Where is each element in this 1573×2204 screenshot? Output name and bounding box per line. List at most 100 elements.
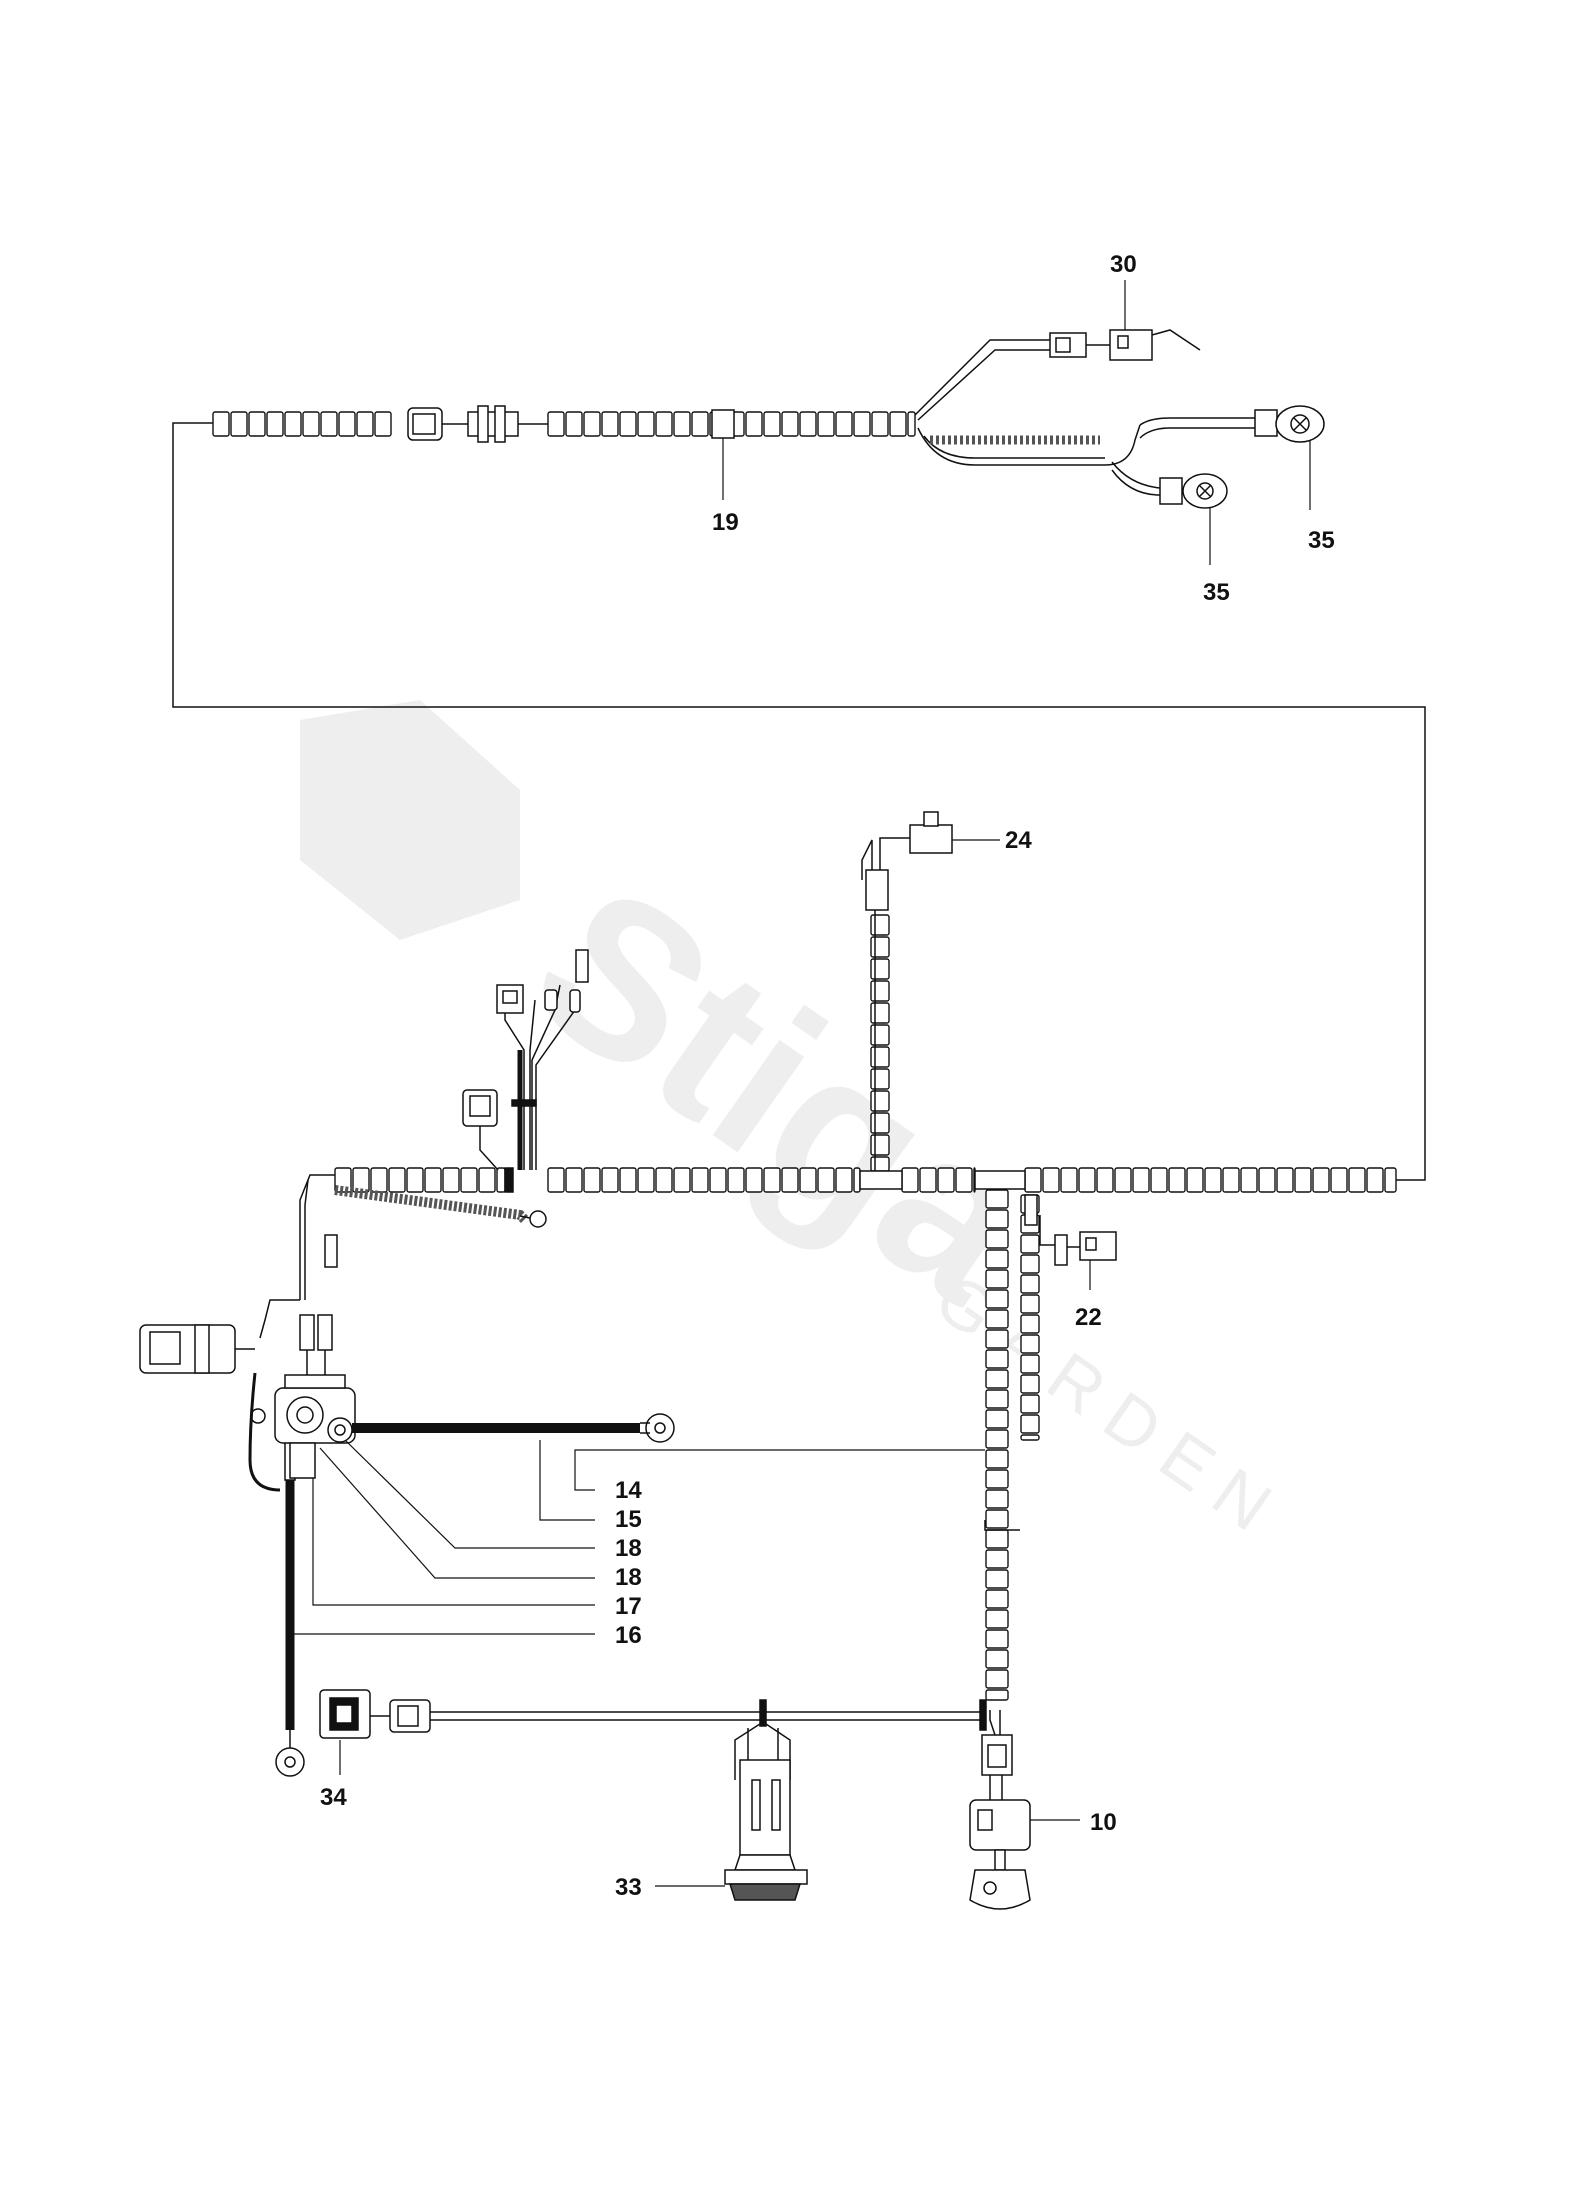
sleeve-rib [870,980,890,1002]
sleeve-rib [870,1112,890,1134]
sleeve-rib [320,411,338,437]
sleeve-rib [985,1229,1009,1249]
sleeve-rib [338,411,356,437]
sleeve-rib [388,1167,406,1193]
sleeve-rib [985,1389,1009,1409]
sleeve-rib [870,1068,890,1090]
switch-30 [1109,329,1153,361]
sleeve-rib [619,1167,637,1193]
sleeve-rib [547,1167,565,1193]
sleeve-rib [853,411,871,437]
sleeve-rib [781,411,799,437]
sleeve-rib [583,411,601,437]
sleeve-rib [709,1167,727,1193]
sleeve-rib [907,411,916,437]
callout-22: 22 [1075,1304,1102,1331]
sleeve-rib [889,411,907,437]
sleeve-rib [496,1167,506,1193]
sleeve-rib [870,1002,890,1024]
sleeve-rib [985,1489,1009,1509]
sleeve-rib [870,914,890,936]
callout-35-upper: 35 [1308,527,1335,554]
sleeve-rib [985,1309,1009,1329]
sleeve-rib [1258,1167,1276,1193]
sleeve-segment [1020,1194,1040,1441]
callout-24: 24 [1005,827,1032,854]
sleeve-rib [1294,1167,1312,1193]
sleeve-rib [901,1167,919,1193]
callout-18-upper: 18 [615,1535,642,1562]
sleeve-rib [870,1024,890,1046]
sleeve-segment [334,1167,506,1193]
sleeve-rib [1020,1274,1040,1294]
sleeve-rib [1020,1434,1040,1441]
sleeve-rib [1020,1374,1040,1394]
sleeve-rib [1150,1167,1168,1193]
harness-connection-line [172,422,1426,1181]
top-harness [212,329,1325,509]
lamp-connector-35b [1159,477,1183,505]
sleeve-rib [985,1289,1009,1309]
sleeve-rib [985,1249,1009,1269]
sleeve-rib [871,411,889,437]
sleeve-rib [870,958,890,980]
sleeve-rib [1114,1167,1132,1193]
sleeve-rib [1348,1167,1366,1193]
light-switch-33 [724,1759,808,1901]
sleeve-segment [212,411,392,437]
callout-30: 30 [1110,251,1137,278]
sleeve-rib [460,1167,478,1193]
watermark-sub: GARDEN [921,1258,1300,1556]
callout-labels: 30 19 35 35 24 22 14 15 18 18 17 16 34 3… [320,251,1335,1901]
sleeve-rib [985,1429,1009,1449]
sleeve-rib [478,1167,496,1193]
sleeve-rib [985,1409,1009,1429]
starter-solenoid [250,1374,356,1481]
sleeve-rib [937,1167,955,1193]
sleeve-rib [655,411,673,437]
sleeve-rib [1168,1167,1186,1193]
sleeve-rib [1020,1394,1040,1414]
sleeve-rib [985,1509,1009,1529]
fuse-holder [317,1314,333,1351]
sleeve-rib [565,411,583,437]
sleeve-rib [985,1609,1009,1629]
sleeve-rib [870,1134,890,1156]
sleeve-rib [370,1167,388,1193]
sleeve-rib [870,1046,890,1068]
sleeve-rib [1276,1167,1294,1193]
sleeve-rib [985,1449,1009,1469]
sleeve-rib [727,1167,745,1193]
sleeve-rib [1312,1167,1330,1193]
sleeve-rib [1020,1414,1040,1434]
watermark-logo-icon [300,700,520,940]
sleeve-rib [1020,1294,1040,1314]
callout-16: 16 [615,1622,642,1649]
sleeve-rib [745,1167,763,1193]
sleeve-rib [691,1167,709,1193]
sleeve-rib [799,1167,817,1193]
sleeve-rib [334,1167,352,1193]
sleeve-rib [1186,1167,1204,1193]
sleeve-rib [1384,1167,1397,1193]
top-connector-b [467,411,519,437]
sleeve-rib [1330,1167,1348,1193]
sleeve-rib [601,411,619,437]
sleeve-rib [985,1329,1009,1349]
callout-19: 19 [712,509,739,536]
sleeve-rib [673,1167,691,1193]
callout-35-lower: 35 [1203,579,1230,606]
sleeve-rib [870,1090,890,1112]
sleeve-rib [985,1469,1009,1489]
sleeve-rib [1042,1167,1060,1193]
sleeve-rib [985,1589,1009,1609]
sleeve-rib [763,411,781,437]
sleeve-rib [835,1167,853,1193]
sleeve-rib [1078,1167,1096,1193]
ground-ring [529,1210,547,1228]
sleeve-rib [583,1167,601,1193]
main-harness [139,811,1397,1910]
ignition-switch-10 [969,1799,1031,1910]
sleeve-rib [817,411,835,437]
